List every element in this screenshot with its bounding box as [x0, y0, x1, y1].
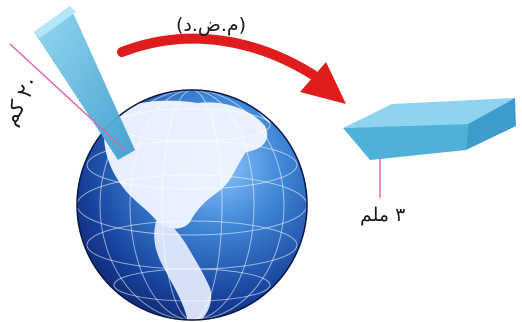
compression-arrow [117, 33, 346, 104]
thickness-guide-line-left [9, 43, 126, 151]
globe-grid [77, 90, 307, 320]
ozone-column-atmosphere [34, 6, 135, 160]
thickness-label-compressed: ۳ ملم [360, 204, 406, 226]
arrow-label: (م.ض.د) [176, 14, 247, 36]
compressed-ozone-slab [343, 98, 516, 160]
